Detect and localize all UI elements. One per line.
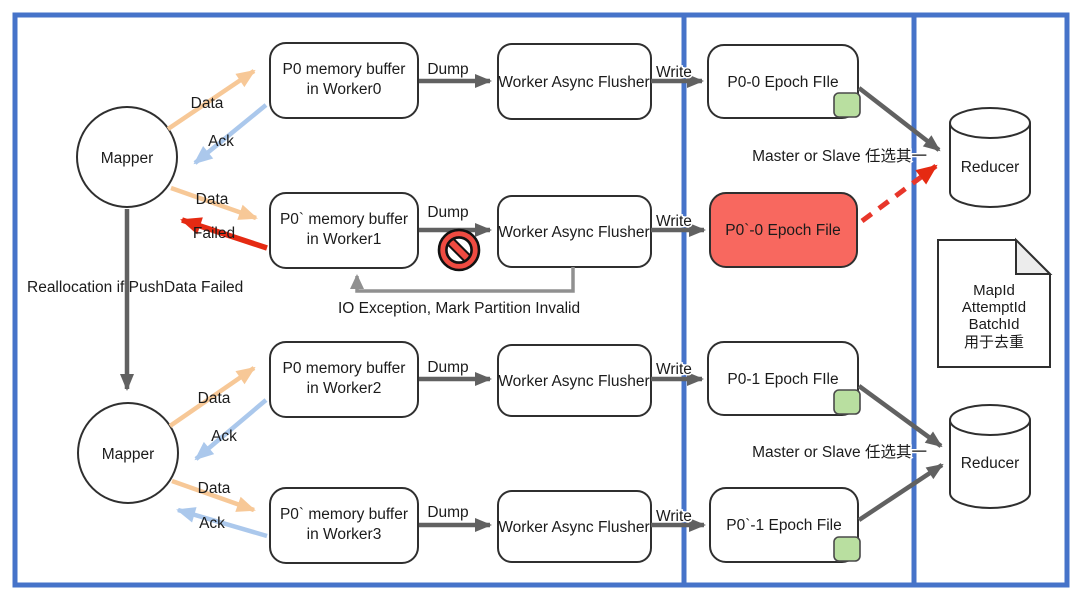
io-exception-loop-arrow <box>350 267 575 293</box>
failed-label-worker1: Failed <box>193 225 235 242</box>
dump-label-4: Dump <box>427 504 468 521</box>
master-or-slave-label-2: Master or Slave 任选其一 <box>752 443 927 461</box>
epoch-file-p0b-1-box <box>709 487 859 563</box>
buffer-worker2-line2: in Worker2 <box>307 380 382 397</box>
epoch-flag-green-3 <box>833 536 861 562</box>
epoch-flag-green-1 <box>833 92 861 118</box>
buffer-worker3-line1: P0` memory buffer <box>280 506 408 523</box>
dump-label-2: Dump <box>427 204 468 221</box>
buffer-worker1-line1: P0` memory buffer <box>280 211 408 228</box>
epoch-file-p0-0-box <box>707 44 859 119</box>
epoch-file-p0b-1-label: P0`-1 Epoch File <box>726 517 841 534</box>
epoch-file-p0b-0-label: P0`-0 Epoch File <box>725 222 840 239</box>
ack-label-worker0: Ack <box>208 133 234 150</box>
ack-arrow-worker0 <box>193 103 268 165</box>
epoch2-to-reducer2-arrow <box>857 463 944 522</box>
mapper-1-circle <box>76 106 178 208</box>
epoch-file-p0b-0-box <box>709 192 858 268</box>
ack-arrow-worker3 <box>176 507 268 539</box>
dump-label-3: Dump <box>427 359 468 376</box>
buffer-worker3-line2: in Worker3 <box>307 526 382 543</box>
failed-epoch-to-reducer1-arrow <box>860 163 938 224</box>
ack-arrow-worker2 <box>194 398 268 461</box>
flusher-1-label: Worker Async Flusher <box>498 74 649 91</box>
master-or-slave-label-1: Master or Slave 任选其一 <box>752 147 927 165</box>
data-label-worker1: Data <box>196 191 229 208</box>
failed-arrow-worker1 <box>180 217 268 251</box>
write-label-2: Write <box>656 213 692 230</box>
dump-label-1: Dump <box>427 61 468 78</box>
reducer-2-label: Reducer <box>961 455 1020 472</box>
buffer-worker0-line2: in Worker0 <box>307 81 382 98</box>
flusher-4-label: Worker Async Flusher <box>498 519 649 536</box>
epoch0-to-reducer1-arrow <box>857 86 941 152</box>
buffer-worker3-box <box>269 487 419 564</box>
epoch-flag-green-2 <box>833 389 861 415</box>
data-arrow-worker2 <box>168 366 256 428</box>
note-line-mapid: MapId <box>973 282 1015 299</box>
epoch-file-p0-1-label: P0-1 Epoch FIle <box>727 371 838 388</box>
epoch1-to-reducer2-arrow <box>857 384 943 448</box>
mapper-2-label: Mapper <box>102 446 155 463</box>
mapper-2-circle <box>77 402 179 504</box>
prohibited-icon <box>437 228 481 272</box>
write-label-3: Write <box>656 361 692 378</box>
ack-label-worker2: Ack <box>211 428 237 445</box>
data-arrow-worker1 <box>170 185 258 221</box>
reducer-1-cylinder: Reducer <box>949 107 1031 208</box>
flusher-2-label: Worker Async Flusher <box>498 224 649 241</box>
buffer-worker1-line2: in Worker1 <box>307 231 382 248</box>
reducer-2-cylinder: Reducer <box>949 404 1031 509</box>
note-line-attemptid: AttemptId <box>962 299 1026 316</box>
epoch-file-p0-1-box <box>707 341 859 416</box>
data-label-worker2: Data <box>198 390 231 407</box>
write-label-4: Write <box>656 508 692 525</box>
reallocation-label: Reallocation if PushData Failed <box>27 279 243 296</box>
buffer-worker0-box <box>269 42 419 119</box>
ack-label-worker3: Ack <box>199 515 225 532</box>
data-label-worker0: Data <box>191 95 224 112</box>
note-line-dedup: 用于去重 <box>964 334 1024 351</box>
buffer-worker2-box <box>269 341 419 418</box>
flusher-3-label: Worker Async Flusher <box>498 373 649 390</box>
write-label-1: Write <box>656 64 692 81</box>
io-exception-label: IO Exception, Mark Partition Invalid <box>338 300 580 317</box>
epoch-file-p0-0-label: P0-0 Epoch FIle <box>727 74 838 91</box>
data-arrow-worker3 <box>171 478 256 513</box>
document-fold-icon <box>1015 237 1053 275</box>
buffer-worker0-line1: P0 memory buffer <box>283 61 406 78</box>
outer-frame <box>12 12 1070 588</box>
data-arrow-worker0 <box>166 69 256 131</box>
buffer-worker2-line1: P0 memory buffer <box>283 360 406 377</box>
note-line-batchid: BatchId <box>969 316 1020 333</box>
data-label-worker3: Data <box>198 480 231 497</box>
mapper-1-label: Mapper <box>101 150 154 167</box>
dedup-note-document: MapId AttemptId BatchId 用于去重 <box>937 237 1053 368</box>
buffer-worker1-box <box>269 192 419 269</box>
reducer-1-label: Reducer <box>961 159 1020 176</box>
